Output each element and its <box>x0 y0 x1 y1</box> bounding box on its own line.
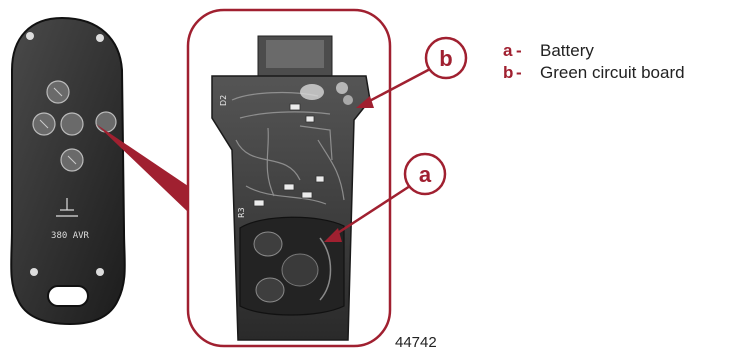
legend-dash: - <box>516 41 522 60</box>
callout-a: a <box>324 152 447 242</box>
screw-hole-icon <box>26 32 34 40</box>
callout-b-leader <box>359 66 433 108</box>
callout-b: b <box>356 36 468 108</box>
remote-key-fob: 380 AVR <box>10 16 126 326</box>
legend: a - Battery b - Green circuit board <box>503 40 685 84</box>
zoom-wedge-pointer <box>96 124 188 212</box>
legend-text: Battery <box>540 41 594 60</box>
legend-item-circuit-board: b - Green circuit board <box>503 62 685 84</box>
arrowhead-icon <box>356 96 374 108</box>
legend-letter: a <box>503 41 513 60</box>
legend-dash: - <box>516 63 522 82</box>
keyring-slot <box>47 285 89 307</box>
screw-hole-icon <box>96 268 104 276</box>
callout-a-letter: a <box>419 162 432 187</box>
lock-symbol-icon <box>56 198 78 217</box>
legend-letter: b <box>503 63 514 82</box>
figure-number: 44742 <box>395 334 437 351</box>
remote-button <box>60 112 84 136</box>
legend-item-battery: a - Battery <box>503 40 685 62</box>
callout-a-leader <box>329 184 411 240</box>
board-label-r3: R3 <box>237 207 246 218</box>
callout-b-letter: b <box>439 46 452 71</box>
remote-model-label: 380 AVR <box>51 231 90 241</box>
arrowhead-icon <box>324 228 342 242</box>
callout-b-circle <box>424 36 468 80</box>
screw-hole-icon <box>96 34 104 42</box>
screw-hole-icon <box>30 268 38 276</box>
callout-a-circle <box>403 152 447 196</box>
remote-button <box>95 111 117 133</box>
circuit-board: D2 R3 <box>211 35 371 341</box>
battery <box>239 216 345 316</box>
board-label-d2: D2 <box>219 95 228 106</box>
legend-text: Green circuit board <box>540 63 685 82</box>
